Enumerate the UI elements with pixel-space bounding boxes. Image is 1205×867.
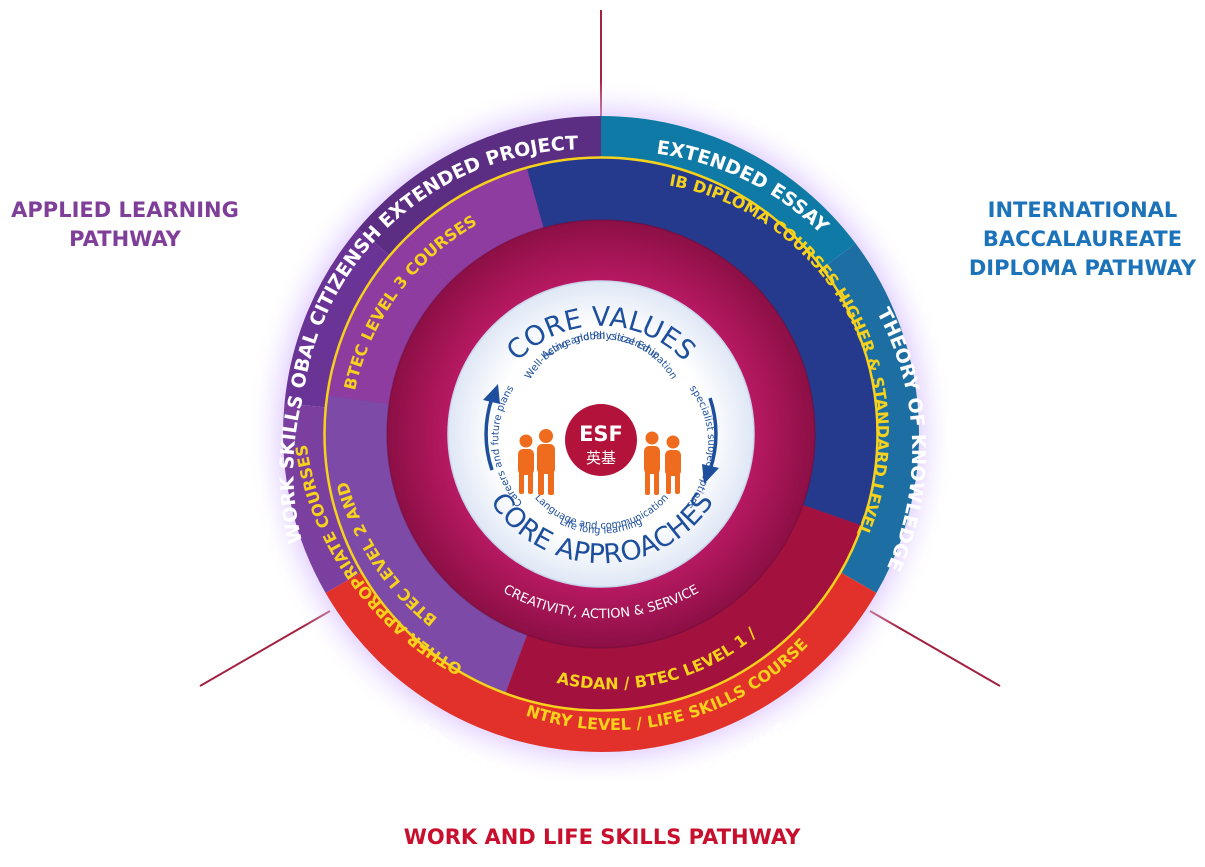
course-ring-outline	[323, 156, 879, 712]
ib-pathway-line-2: BACCALAUREATE	[982, 227, 1183, 251]
label-work-life-skills-pathway: WORK AND LIFE SKILLS PATHWAY	[352, 823, 852, 852]
label-applied-learning-pathway: APPLIED LEARNING PATHWAY	[0, 196, 250, 254]
cycle-arrows	[483, 384, 719, 484]
ib-pathway-line-1: INTERNATIONAL	[987, 198, 1178, 222]
cycle-arrow-right	[708, 397, 718, 471]
work-pathway-line: WORK AND LIFE SKILLS PATHWAY	[403, 825, 801, 849]
ib-pathway-line-3: DIPLOMA PATHWAY	[968, 256, 1197, 280]
people-figures	[518, 429, 681, 495]
cycle-arrow-left-head	[483, 384, 500, 404]
person-figure-left-1	[518, 434, 534, 494]
esf-logo-circle	[565, 404, 637, 476]
cycle-arrow-left	[484, 397, 494, 471]
label-ib-diploma-pathway: INTERNATIONAL BACCALAUREATE DIPLOMA PATH…	[960, 196, 1205, 283]
inner-ring-edge	[386, 219, 816, 649]
esf-logo-chinese: 英基	[586, 449, 616, 467]
applied-pathway-line-2: PATHWAY	[69, 227, 181, 251]
person-figure-right-1	[644, 431, 660, 495]
person-figure-right-2	[665, 435, 681, 494]
applied-pathway-line-1: APPLIED LEARNING	[11, 198, 239, 222]
person-figure-left-2	[537, 429, 555, 495]
cycle-arrow-right-head	[702, 464, 719, 484]
esf-logo-text: ESF	[579, 422, 623, 446]
